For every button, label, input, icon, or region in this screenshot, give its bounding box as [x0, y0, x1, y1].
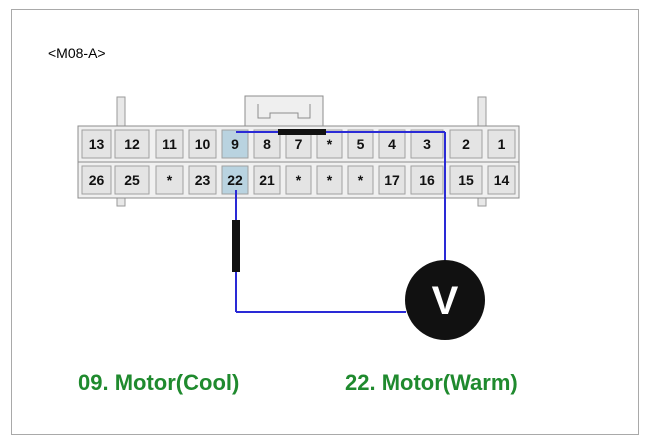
pin-label: 8: [263, 136, 271, 152]
pin-cavity: [347, 165, 374, 195]
pin-bottom-1: 26: [81, 165, 112, 195]
pin-cavity: [285, 165, 312, 195]
pin-cavity: [487, 165, 516, 195]
pin-bottom-10: 17: [378, 165, 406, 195]
pin-bottom-6: 21: [253, 165, 281, 195]
pin-top-5: 9: [221, 129, 249, 159]
pin-bottom-12: 15: [449, 165, 483, 195]
diagram-frame: [11, 9, 639, 435]
pin-label: 11: [162, 136, 177, 152]
pin-cavity: [410, 129, 444, 159]
pin-top-13: 1: [487, 129, 516, 159]
pin-label: *: [296, 172, 302, 188]
left-latch-tab: [116, 96, 126, 128]
voltmeter-circle: [405, 260, 485, 340]
pin-bottom-2: 25: [114, 165, 150, 195]
pin-top-4: 10: [188, 129, 217, 159]
pin-label: 23: [195, 172, 211, 188]
pin-cavity: [221, 129, 249, 159]
voltmeter-symbol: V: [432, 279, 459, 323]
pin-label: *: [358, 172, 364, 188]
pin-label: 17: [384, 172, 400, 188]
pin-cavity: [316, 165, 343, 195]
pin-top-3: 11: [155, 129, 184, 159]
pin-label: 16: [419, 172, 435, 188]
caption-pin9: 09. Motor(Cool): [78, 370, 239, 395]
pin-cavity: [188, 165, 217, 195]
pin-label: 7: [295, 136, 303, 152]
pin-label: *: [327, 172, 333, 188]
pin-bottom-11: 16: [410, 165, 444, 195]
pin-row-bottom: 26 25 * 23 22 21 * * * 17 16 15 14: [81, 165, 516, 195]
pin-cavity: [253, 129, 281, 159]
pin-cavity: [378, 165, 406, 195]
caption-pin22: 22. Motor(Warm): [345, 370, 518, 395]
pin-label: 10: [195, 136, 211, 152]
pin-label: 26: [89, 172, 105, 188]
pin-label: 25: [124, 172, 140, 188]
voltmeter: V: [405, 260, 485, 340]
pin-cavity: [449, 129, 483, 159]
pin-row-top: 13 12 11 10 9 8 7 * 5 4 3 2 1: [81, 129, 516, 159]
pin-cavity: [81, 129, 112, 159]
right-latch-tab: [477, 96, 487, 128]
pin-label: 21: [259, 172, 275, 188]
pin-cavity: [81, 165, 112, 195]
pin-bottom-8: *: [316, 165, 343, 195]
pin-cavity: [188, 129, 217, 159]
pin-cavity: [253, 165, 281, 195]
pin-cavity: [114, 129, 150, 159]
pin-top-1: 13: [81, 129, 112, 159]
pin-bottom-3: *: [155, 165, 184, 195]
probe-pin9: [278, 129, 326, 135]
pin-cavity: [378, 129, 406, 159]
pin-top-12: 2: [449, 129, 483, 159]
pin-label: 13: [89, 136, 105, 152]
pin-label: 9: [231, 136, 239, 152]
pin-label: 2: [462, 136, 470, 152]
pin-bottom-7: *: [285, 165, 312, 195]
pin-label: 4: [388, 136, 396, 152]
pin-cavity: [449, 165, 483, 195]
pin-label: 15: [458, 172, 474, 188]
pin-cavity: [155, 129, 184, 159]
connector-key: [244, 95, 324, 131]
pin-cavity: [410, 165, 444, 195]
pin-label: 1: [498, 136, 506, 152]
pin-label: 12: [124, 136, 140, 152]
pin-cavity: [221, 165, 249, 195]
pin-top-9: 5: [347, 129, 374, 159]
probe-pin22: [232, 220, 240, 272]
pin-top-2: 12: [114, 129, 150, 159]
pin-label: 14: [494, 172, 510, 188]
pin-top-11: 3: [410, 129, 444, 159]
pin-top-6: 8: [253, 129, 281, 159]
connector-label: <M08-A>: [48, 45, 106, 61]
pin-bottom-13: 14: [487, 165, 516, 195]
pin-bottom-9: *: [347, 165, 374, 195]
pin-label: 5: [357, 136, 365, 152]
pin-label: *: [167, 172, 173, 188]
pin-bottom-5: 22: [221, 165, 249, 195]
pin-top-10: 4: [378, 129, 406, 159]
pin-bottom-4: 23: [188, 165, 217, 195]
pin-cavity: [155, 165, 184, 195]
pin-cavity: [114, 165, 150, 195]
pin-label: 3: [423, 136, 431, 152]
pin-cavity: [487, 129, 516, 159]
pin-label: *: [327, 136, 333, 152]
pin-cavity: [347, 129, 374, 159]
pin-label: 22: [227, 172, 243, 188]
